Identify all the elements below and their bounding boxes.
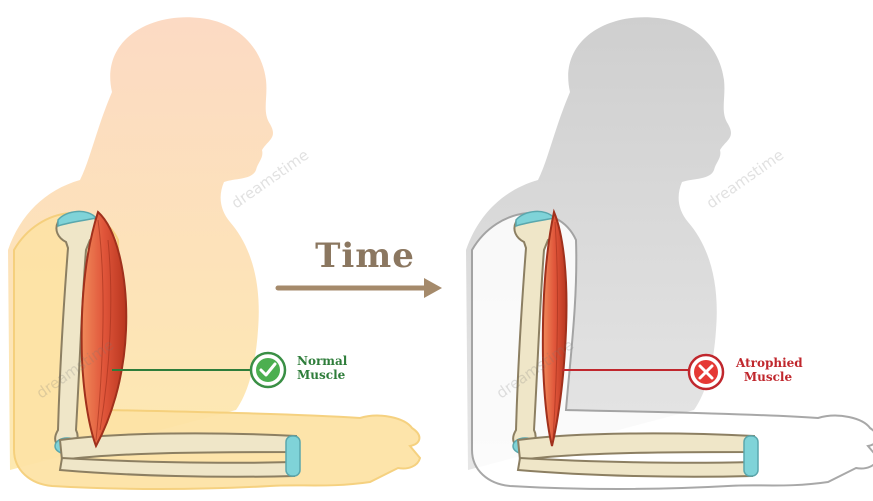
normal-muscle-label: Normal Muscle: [297, 354, 347, 382]
normal-muscle-line2: Muscle: [297, 368, 347, 382]
normal-muscle-line1: Normal: [297, 354, 347, 368]
cross-icon: [689, 355, 723, 389]
atrophied-muscle-line2: Muscle: [736, 370, 800, 384]
check-icon: [251, 353, 285, 387]
time-label: Time: [300, 236, 430, 276]
figure-atrophied: [466, 17, 873, 489]
atrophied-muscle-line1: Atrophied: [736, 356, 800, 370]
time-arrow: [278, 278, 442, 298]
atrophied-muscle-label: Atrophied Muscle: [736, 356, 800, 384]
